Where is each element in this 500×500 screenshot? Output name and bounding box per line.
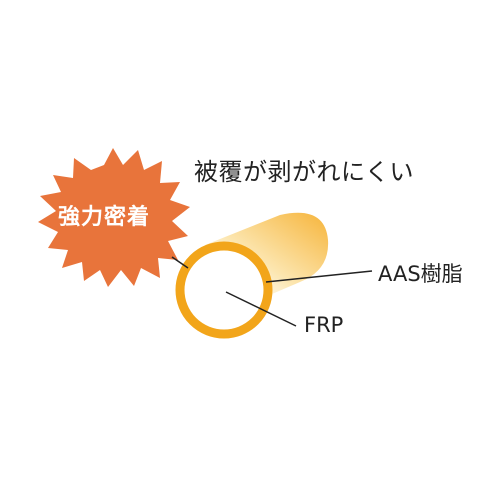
frp-leader-line — [225, 291, 297, 327]
burst-text: 強力密着 — [57, 205, 150, 230]
frp-label: FRP — [304, 313, 344, 337]
aas-resin-ring — [175, 241, 273, 339]
starburst-callout — [38, 148, 190, 287]
headline: 被覆が剥がれにくい — [194, 158, 415, 186]
aas-resin-label: AAS樹脂 — [378, 262, 463, 286]
burst-leader-line — [171, 256, 189, 269]
aas-leader-line — [265, 270, 373, 283]
